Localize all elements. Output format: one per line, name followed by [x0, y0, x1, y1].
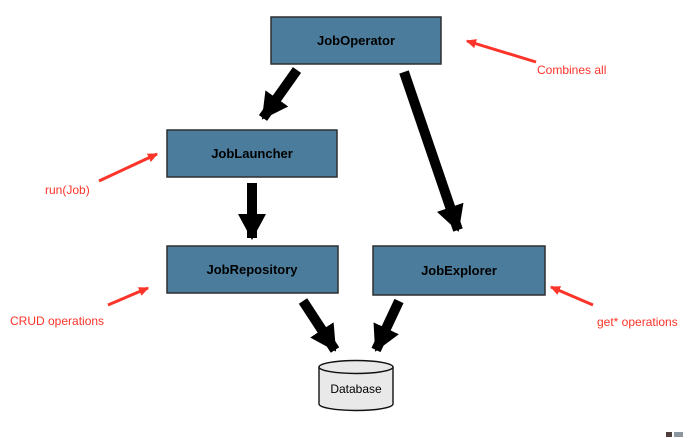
node-job-operator [270, 16, 442, 65]
annotation-combines-all: Combines all [537, 63, 606, 77]
arrow-explorer-to-database [371, 298, 404, 353]
annotation-arrow-get-star [549, 285, 594, 307]
annotation-arrow-run-job [98, 152, 159, 183]
annotation-arrow-combines-all [465, 39, 537, 64]
database-cylinder-top [318, 359, 394, 375]
annotation-crud: CRUD operations [10, 314, 104, 328]
annotation-run-job: run(Job) [45, 183, 90, 197]
node-job-repository [166, 245, 339, 294]
arrow-repository-to-database [298, 298, 340, 353]
node-job-explorer [372, 245, 546, 296]
node-job-launcher [166, 129, 338, 178]
database-cylinder-body [318, 366, 394, 412]
database-label: Database [330, 382, 382, 396]
node-job-repository-label: JobRepository [206, 262, 298, 277]
node-job-operator-label: JobOperator [317, 33, 395, 48]
arrow-operator-to-launcher [258, 67, 302, 121]
cropped-corner-artifact [666, 432, 683, 437]
annotation-get-star: get* operations [597, 315, 678, 329]
node-job-explorer-label: JobExplorer [421, 263, 497, 278]
annotation-arrow-crud [107, 286, 150, 307]
arrow-operator-to-explorer [399, 70, 464, 232]
node-job-launcher-label: JobLauncher [211, 146, 293, 161]
